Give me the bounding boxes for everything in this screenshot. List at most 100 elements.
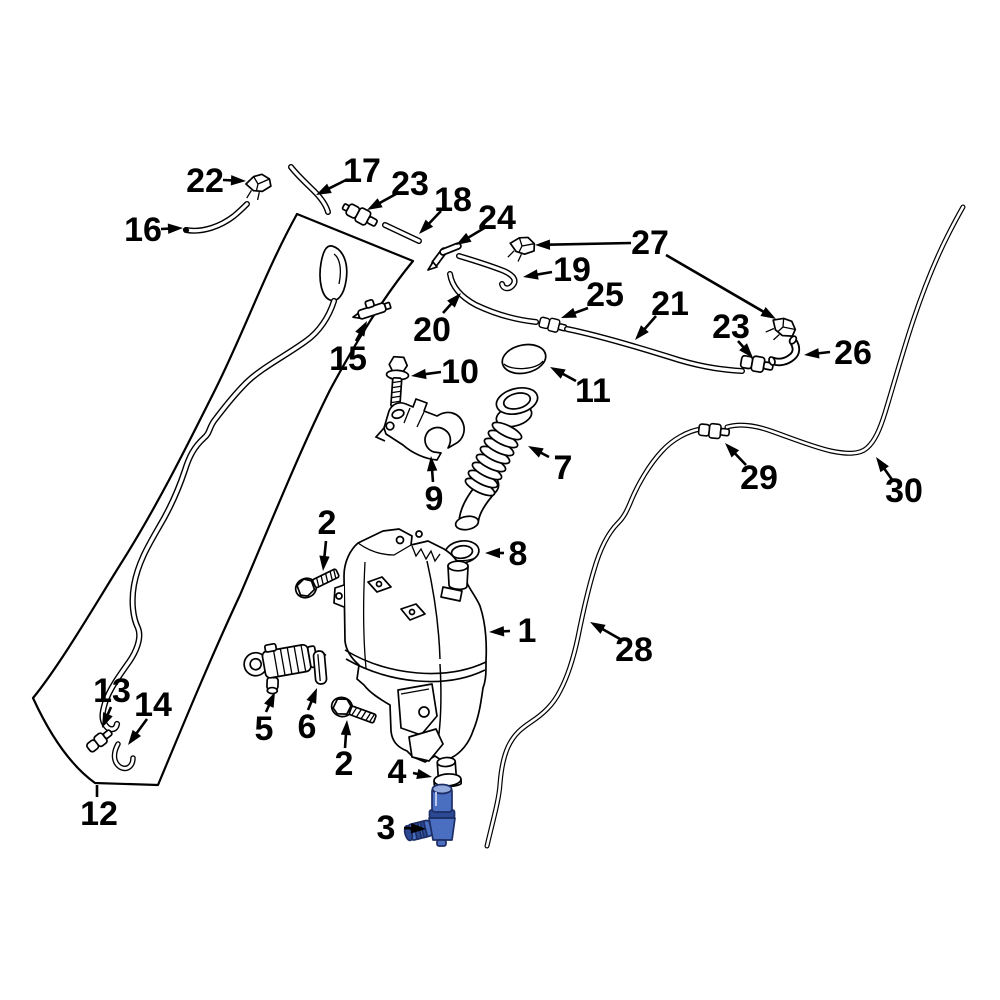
callout-14: 14 — [128, 686, 172, 745]
part-number-22: 22 — [186, 162, 224, 200]
part-number-18: 18 — [434, 181, 472, 219]
callout-6: 6 — [298, 688, 317, 746]
part-number-21: 21 — [651, 285, 689, 323]
washer-nozzle-27a — [507, 236, 536, 262]
part-number-28: 28 — [615, 631, 653, 669]
callout-16: 16 — [124, 211, 183, 249]
part-number-24: 24 — [478, 199, 516, 237]
part-number-7: 7 — [554, 449, 573, 487]
pillar-panel — [31, 212, 415, 787]
hose-17 — [288, 164, 331, 215]
callout-26: 26 — [804, 334, 872, 372]
callout-2: 2 — [318, 504, 337, 571]
callout-5: 5 — [255, 692, 275, 748]
corrugations — [464, 421, 523, 497]
part-number-1: 1 — [518, 612, 537, 650]
part-number-5: 5 — [255, 710, 274, 748]
callout-12: 12 — [80, 785, 118, 833]
part-number-17: 17 — [343, 152, 381, 190]
part-number-10: 10 — [441, 353, 479, 391]
callout-21: 21 — [635, 285, 689, 340]
elbow-hose-14 — [111, 741, 136, 772]
part-number-20: 20 — [413, 311, 451, 349]
pump-5 — [243, 642, 319, 695]
part-number-27: 27 — [631, 224, 669, 262]
check-valve-23b — [739, 354, 774, 373]
callout-22: 22 — [186, 162, 246, 200]
connector-25 — [538, 316, 568, 333]
callout-29: 29 — [725, 443, 778, 497]
callout-23: 23 — [712, 308, 753, 358]
elbow-26 — [768, 335, 801, 367]
callout-18: 18 — [419, 181, 472, 234]
callout-28: 28 — [590, 622, 653, 669]
gasket-6 — [312, 650, 328, 685]
hose-assembly-12 — [99, 245, 348, 733]
callout-1: 1 — [489, 612, 536, 650]
part-number-14: 14 — [134, 686, 172, 724]
washer-pump-3-highlighted — [403, 783, 456, 847]
bolt-2a — [294, 568, 340, 599]
part-number-12: 12 — [80, 795, 118, 833]
connector-13 — [86, 729, 113, 753]
connector-29 — [697, 422, 731, 440]
part-number-16: 16 — [124, 211, 162, 249]
part-number-25: 25 — [586, 276, 624, 314]
part-number-30: 30 — [885, 472, 923, 510]
part-number-3: 3 — [377, 809, 396, 847]
bolt-10 — [385, 355, 410, 408]
hose-30 — [724, 204, 966, 456]
hose-20 — [447, 271, 539, 325]
part-number-23: 23 — [391, 165, 429, 203]
hose-19 — [456, 253, 518, 292]
part-number-9: 9 — [425, 480, 444, 518]
callout-17: 17 — [316, 152, 381, 195]
washer-nozzle-27b — [765, 317, 797, 341]
hose-18 — [382, 222, 422, 244]
callout-20: 20 — [413, 293, 461, 349]
part-number-23: 23 — [712, 308, 750, 346]
check-valve-23a — [341, 203, 378, 227]
callout-15: 15 — [329, 321, 367, 378]
connector-15 — [352, 298, 392, 320]
hose-21 — [564, 326, 745, 374]
part-number-26: 26 — [834, 334, 872, 372]
hose-16 — [182, 201, 250, 234]
callout-30: 30 — [876, 457, 923, 510]
washer-nozzle-22 — [245, 173, 272, 201]
cap-11 — [501, 343, 547, 375]
bolt-2b — [330, 696, 377, 724]
reservoir-tank-1 — [333, 528, 488, 763]
callout-8: 8 — [485, 535, 527, 573]
part-number-13: 13 — [93, 672, 131, 710]
callout-11: 11 — [550, 367, 611, 410]
part-number-29: 29 — [740, 459, 778, 497]
callout-13: 13 — [93, 672, 131, 728]
part-number-8: 8 — [509, 535, 528, 573]
y-connector-24 — [427, 242, 462, 271]
callout-24: 24 — [456, 199, 516, 245]
grommet-4 — [433, 756, 463, 788]
part-number-4: 4 — [388, 753, 407, 791]
part-number-6: 6 — [298, 708, 317, 746]
filler-hose-7 — [454, 387, 539, 531]
callout-19: 19 — [523, 251, 591, 289]
callout-23: 23 — [367, 165, 429, 210]
callout-3: 3 — [377, 809, 426, 847]
callout-10: 10 — [411, 353, 479, 391]
part-number-2: 2 — [335, 745, 354, 783]
nozzle-holder — [319, 245, 348, 302]
part-number-2: 2 — [318, 504, 337, 542]
callout-25: 25 — [561, 276, 624, 318]
part-number-11: 11 — [575, 372, 611, 410]
hose-28 — [484, 426, 704, 849]
bracket-9 — [374, 398, 465, 461]
callout-2: 2 — [335, 720, 354, 783]
callout-27: 27 — [535, 224, 776, 319]
part-number-15: 15 — [329, 340, 367, 378]
callout-9: 9 — [425, 456, 444, 518]
pump-5-port — [266, 676, 279, 695]
